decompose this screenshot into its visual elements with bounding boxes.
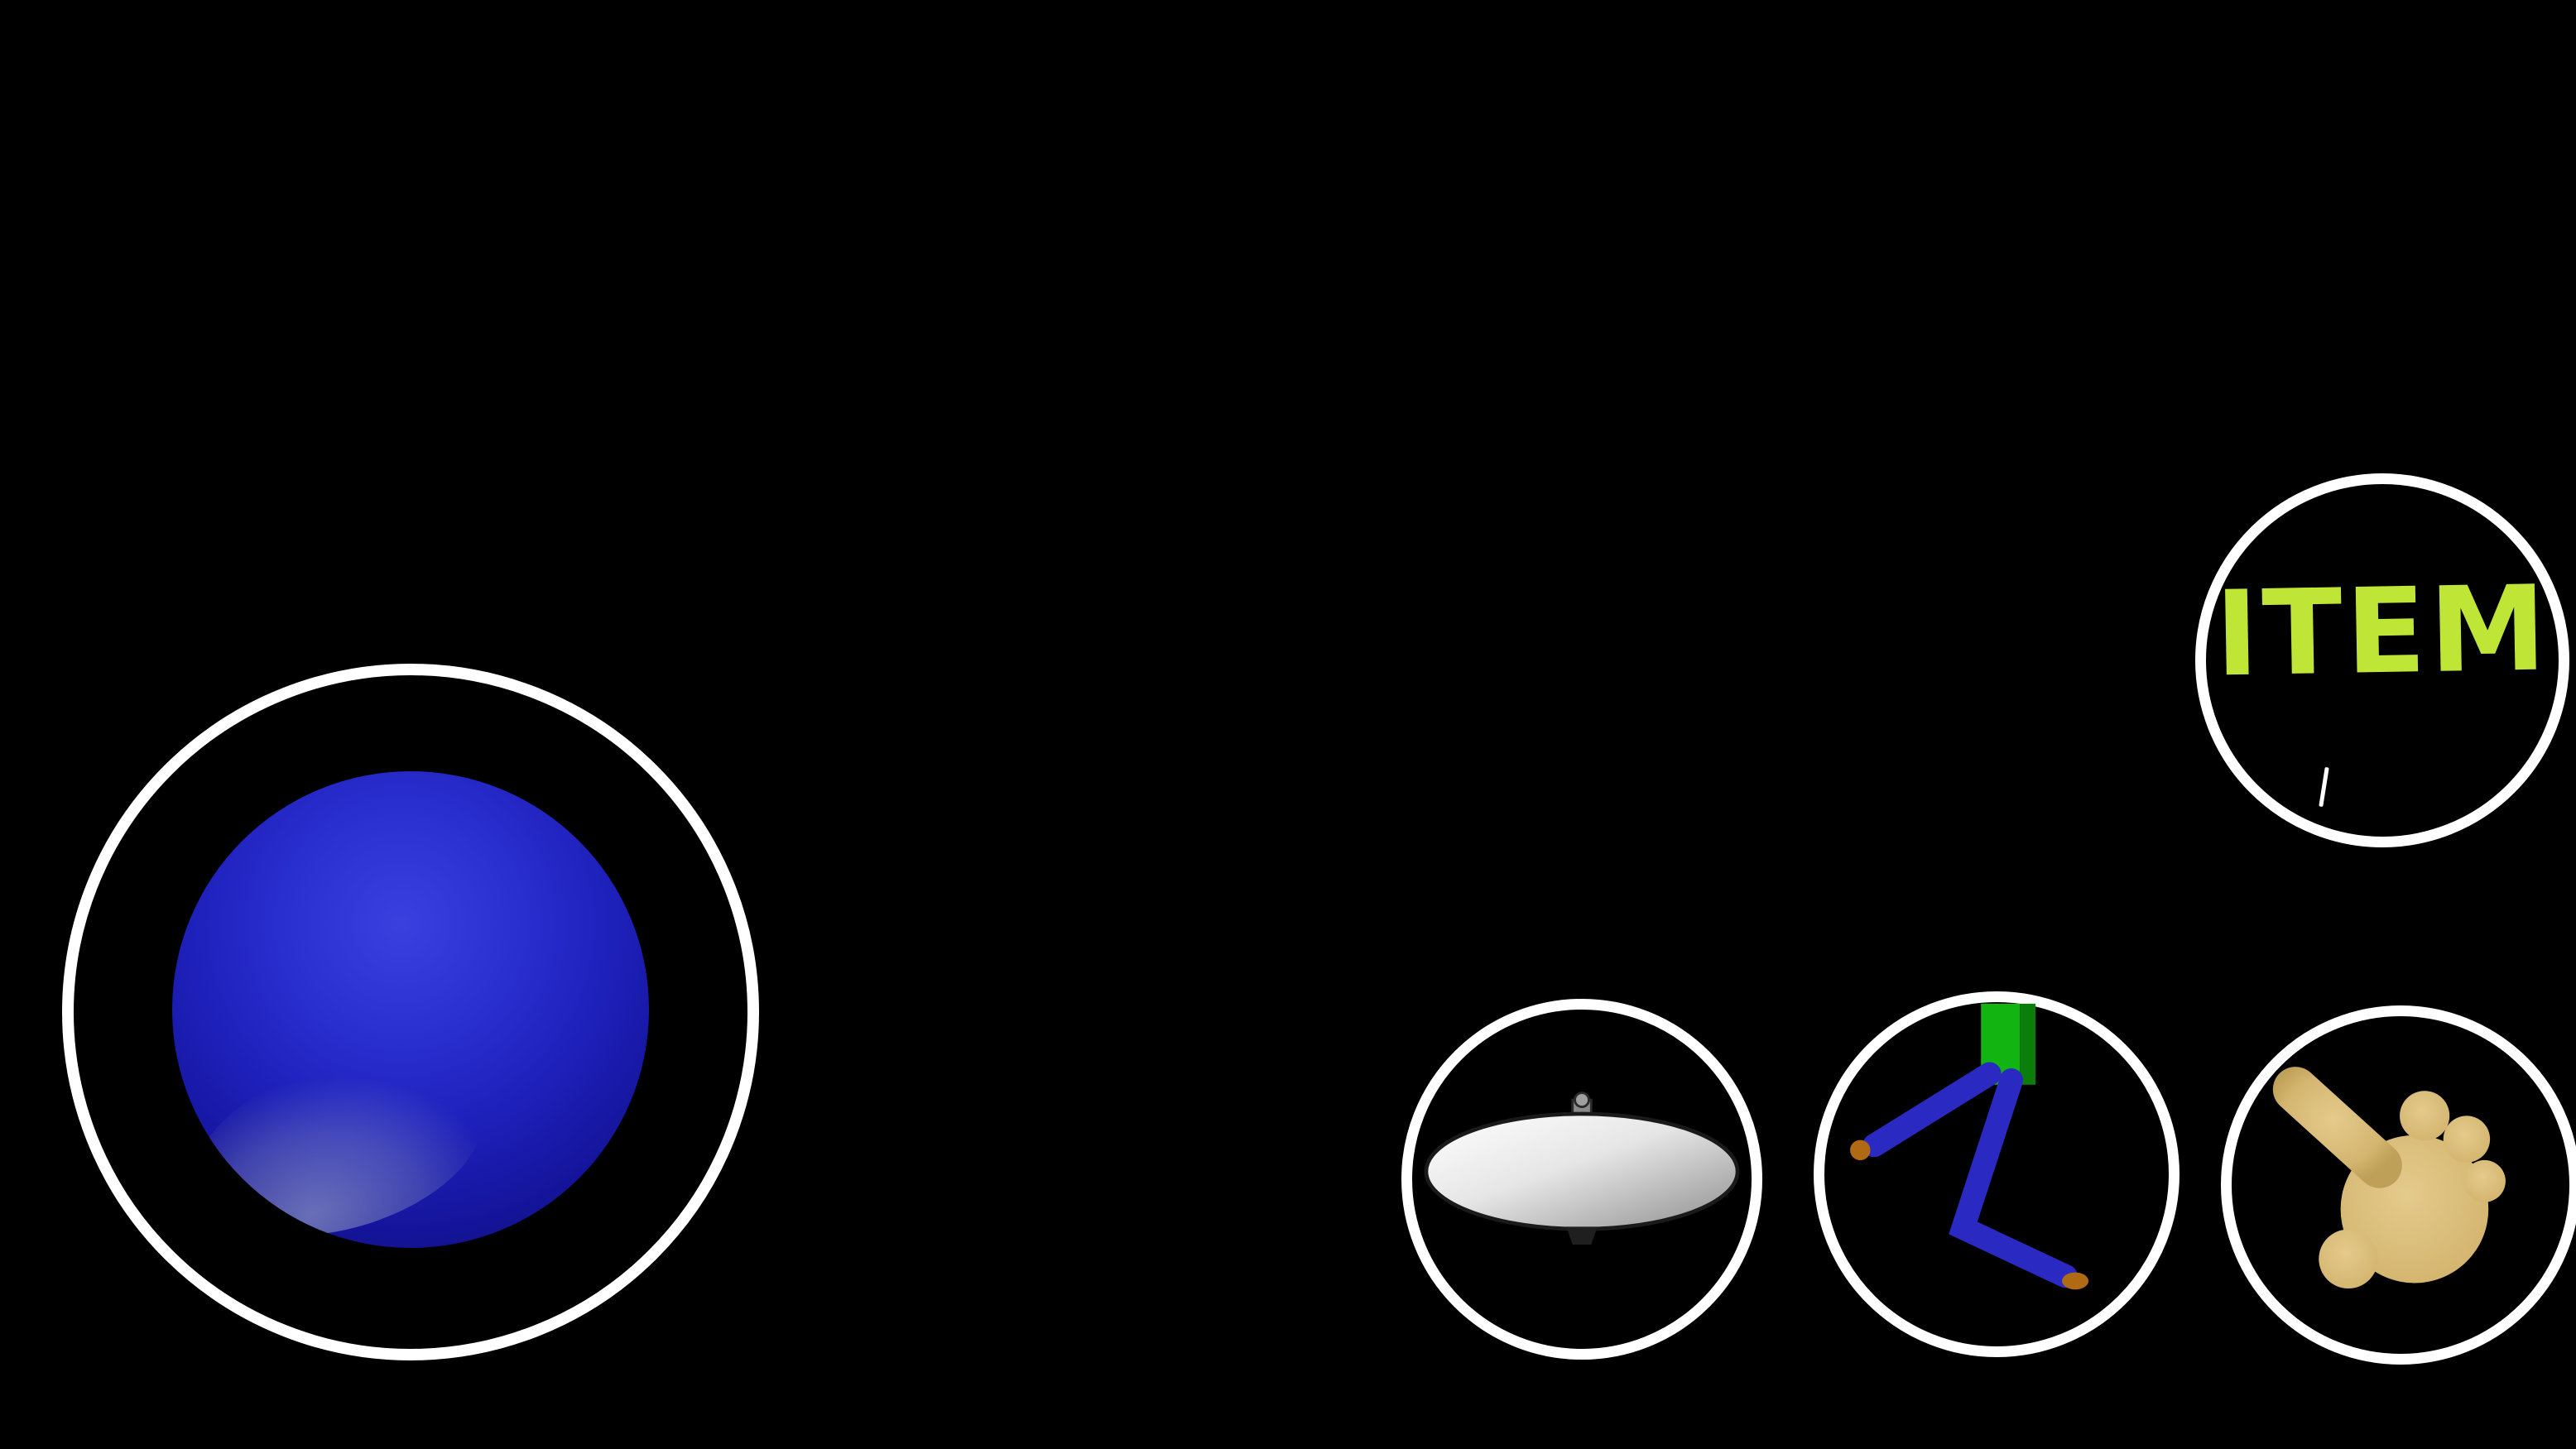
mechanical-legs-icon: [1850, 1003, 2089, 1290]
walker-slot[interactable]: [1814, 991, 2180, 1357]
cursor-tick-icon: [2319, 766, 2329, 808]
hand-slot[interactable]: [2221, 1005, 2576, 1365]
item-label: ITEM: [2213, 560, 2551, 703]
mirror-icon: [1424, 1092, 1740, 1245]
mirror-slot[interactable]: [1401, 999, 1762, 1360]
ball-slot[interactable]: [62, 664, 759, 1360]
blue-ball-icon: [172, 771, 649, 1248]
ball-sheen-highlight: [174, 1029, 504, 1248]
item-slot[interactable]: ITEM: [2195, 473, 2569, 847]
pointing-hand-icon: [2272, 1067, 2506, 1289]
